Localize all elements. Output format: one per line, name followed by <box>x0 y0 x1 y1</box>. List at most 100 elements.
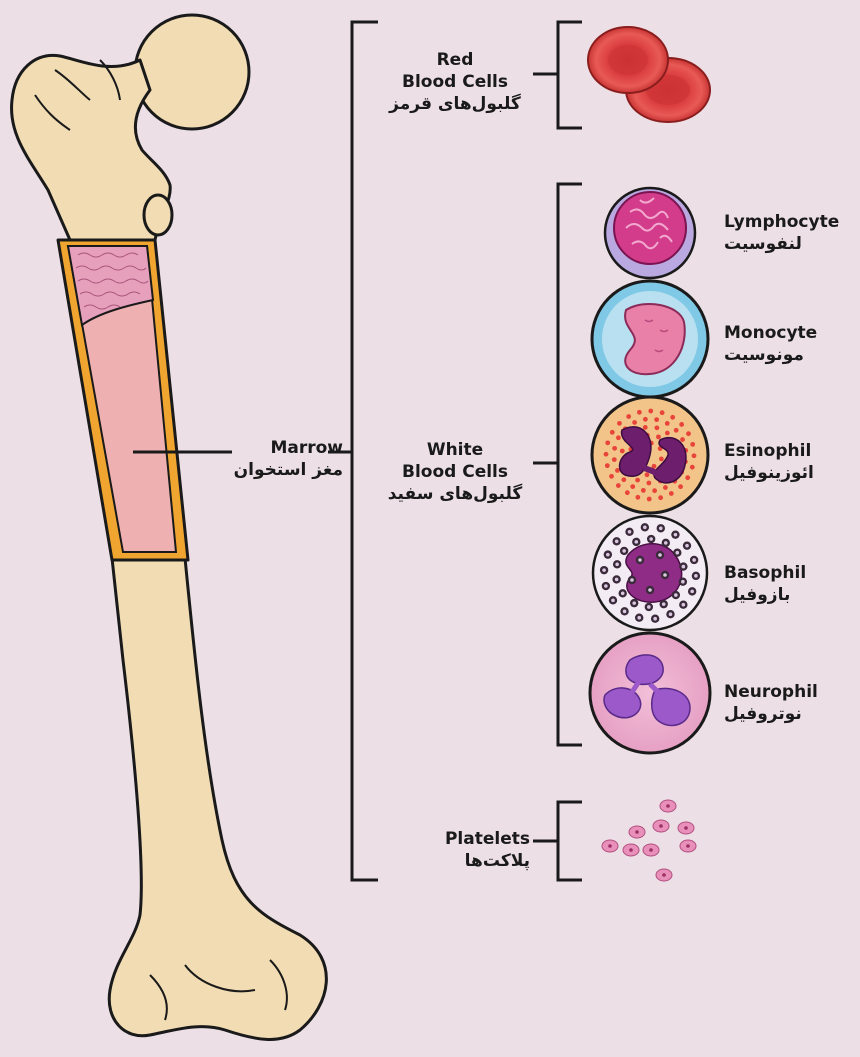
white-blood-cells-label: White Blood Cells گلبول‌های سفید <box>380 440 530 505</box>
eosinophil-label-en: Esinophil <box>724 441 858 463</box>
eosinophil-granule <box>632 420 637 425</box>
eosinophil-granule <box>665 431 670 436</box>
platelet <box>602 840 618 852</box>
platelets-label-fa: پلاکت‌ها <box>390 851 530 873</box>
eosinophil-granule <box>655 425 660 430</box>
basophil-granule <box>620 547 628 555</box>
eosinophil-granule <box>645 472 650 477</box>
eosinophil-granule <box>605 463 610 468</box>
eosinophil-granule <box>659 457 664 462</box>
basophil-illustration <box>593 516 707 630</box>
basophil-granule <box>679 562 687 570</box>
platelet <box>629 826 645 838</box>
basophil-granule <box>630 599 638 607</box>
eosinophil-granule <box>669 491 674 496</box>
basophil-granule <box>625 528 633 536</box>
eosinophil-granule <box>674 428 679 433</box>
wbc-label-line2: Blood Cells <box>380 462 530 484</box>
neutrophil-label: Neurophil نوتروفیل <box>724 682 858 726</box>
eosinophil-illustration <box>592 397 708 513</box>
basophil-granule <box>620 607 628 615</box>
eosinophil-granule <box>656 434 661 439</box>
neutrophil-illustration <box>590 633 710 753</box>
eosinophil-granule <box>686 431 691 436</box>
basophil-label-en: Basophil <box>724 563 858 585</box>
eosinophil-granule <box>665 421 670 426</box>
eosinophil-granule <box>635 495 640 500</box>
eosinophil-granule <box>612 457 617 462</box>
basophil-granule <box>628 576 636 584</box>
eosinophil-granule <box>643 425 648 430</box>
basophil-granule <box>690 556 698 564</box>
basophil-granule <box>613 560 621 568</box>
eosinophil-granule <box>609 474 614 479</box>
platelet <box>656 869 672 881</box>
eosinophil-granule <box>690 442 695 447</box>
marrow-label: Marrow مغز استخوان <box>200 438 343 482</box>
rbc-label-line1: Red <box>380 50 530 72</box>
basophil-granule <box>679 577 687 585</box>
basophil-granule <box>646 586 654 594</box>
eosinophil-granule <box>690 465 695 470</box>
eosinophil-granule <box>635 478 640 483</box>
basophil-granule <box>645 603 653 611</box>
eosinophil-granule <box>679 422 684 427</box>
basophil-granule <box>657 524 665 532</box>
basophil-granule <box>612 537 620 545</box>
lymphocyte-label-fa: لنفوسیت <box>724 234 858 256</box>
platelet <box>623 844 639 856</box>
basophil-granule <box>660 600 668 608</box>
eosinophil-granule <box>685 475 690 480</box>
eosinophil-granule <box>692 453 697 458</box>
basophil-granule <box>662 539 670 547</box>
lymphocyte-label-en: Lymphocyte <box>724 212 858 234</box>
basophil-granule <box>688 587 696 595</box>
basophil-granule <box>647 535 655 543</box>
eosinophil-granule <box>610 430 615 435</box>
platelet <box>643 844 659 856</box>
eosinophil-granule <box>630 484 635 489</box>
red-blood-cell-illustration <box>588 27 710 122</box>
basophil-label-fa: بازوفیل <box>724 585 858 607</box>
basophil-granule <box>666 610 674 618</box>
basophil-granule <box>679 600 687 608</box>
femur-shaft <box>109 558 326 1039</box>
eosinophil-granule <box>648 409 653 414</box>
basophil-granule <box>602 582 610 590</box>
monocyte-illustration <box>592 281 708 397</box>
eosinophil-granule <box>643 417 648 422</box>
basophil-granule <box>672 591 680 599</box>
femur-bone <box>12 15 327 1039</box>
monocyte-label-en: Monocyte <box>724 323 858 345</box>
platelet <box>680 840 696 852</box>
platelet <box>660 800 676 812</box>
eosinophil-granule <box>612 446 617 451</box>
femoral-head <box>135 15 249 129</box>
rbc-label-line2: Blood Cells <box>380 72 530 94</box>
eosinophil-granule <box>616 483 621 488</box>
platelets-label-en: Platelets <box>390 829 530 851</box>
marrow-label-en: Marrow <box>200 438 343 460</box>
platelets-bracket <box>558 802 582 880</box>
eosinophil-granule <box>660 410 665 415</box>
platelets-illustration <box>602 800 696 881</box>
eosinophil-label: Esinophil ائوزینوفیل <box>724 441 858 485</box>
eosinophil-granule <box>641 488 646 493</box>
lymphocyte-illustration <box>605 188 695 278</box>
eosinophil-granule <box>604 452 609 457</box>
eosinophil-granule <box>646 481 651 486</box>
wbc-label-line1: White <box>380 440 530 462</box>
rbc-bracket <box>558 22 582 128</box>
eosinophil-granule <box>678 484 683 489</box>
basophil-granule <box>609 596 617 604</box>
marrow-label-fa: مغز استخوان <box>200 460 343 482</box>
basophil-granule <box>619 589 627 597</box>
basophil-granule <box>600 566 608 574</box>
eosinophil-label-fa: ائوزینوفیل <box>724 463 858 485</box>
neutrophil-label-en: Neurophil <box>724 682 858 704</box>
eosinophil-granule <box>637 410 642 415</box>
red-blood-cells-label: Red Blood Cells گلبول‌های قرمز <box>380 50 530 115</box>
basophil-granule <box>612 575 620 583</box>
basophil-granule <box>641 523 649 531</box>
basophil-granule <box>661 571 669 579</box>
